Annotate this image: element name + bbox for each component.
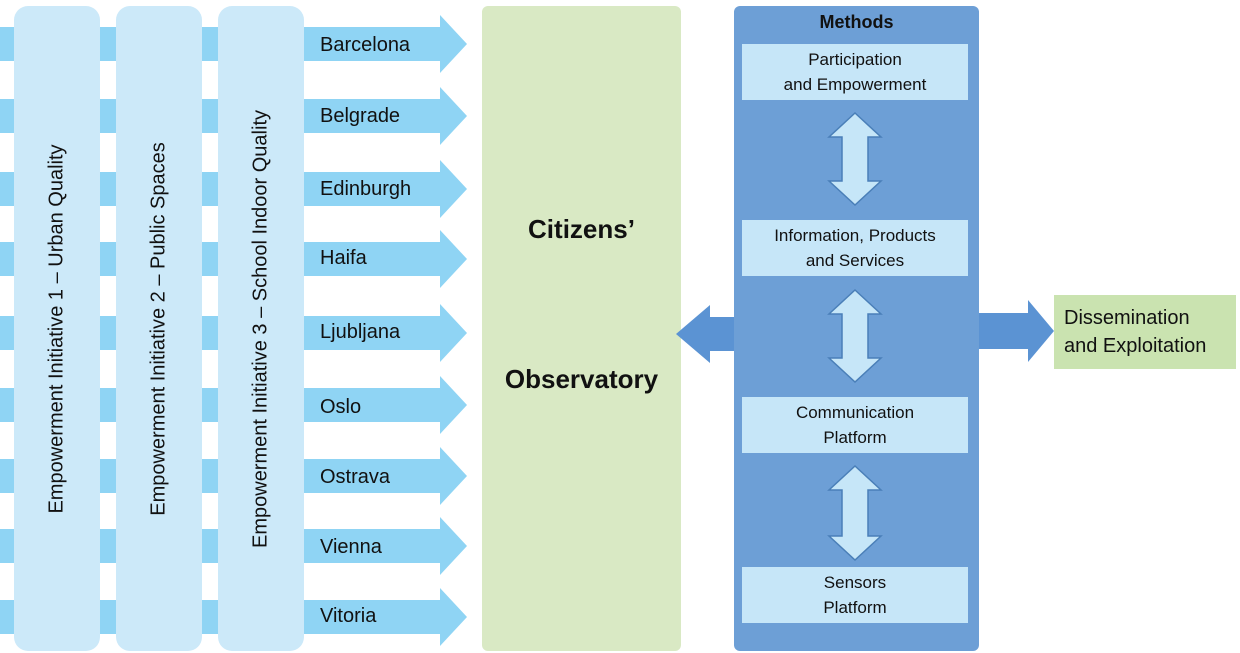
city-label-edinburgh: Edinburgh xyxy=(320,178,412,200)
double-arrow-icon xyxy=(827,464,883,562)
double-arrow-icon xyxy=(827,288,883,384)
citizens-observatory-box: Citizens’ Observatory xyxy=(482,6,681,651)
method-box-label: Sensors Platform xyxy=(823,572,887,618)
arrow-to-observatory xyxy=(676,305,734,363)
city-label-oslo: Oslo xyxy=(320,396,362,418)
method-box-label: Participation and Empowerment xyxy=(783,49,927,95)
dissemination-label: Dissemination and Exploitation xyxy=(1064,307,1207,357)
city-label-ostrava: Ostrava xyxy=(320,466,391,488)
initiative-pillar-3: Empowerment Initiative 3 – School Indoor… xyxy=(218,6,304,651)
double-arrow-icon xyxy=(827,111,883,207)
methods-title: Methods xyxy=(819,12,894,32)
city-label-barcelona: Barcelona xyxy=(320,34,411,56)
arrow-to-dissemination xyxy=(979,300,1054,362)
method-sensors-box: Sensors Platform xyxy=(742,567,968,623)
observatory-title-line-1: Citizens’ xyxy=(528,214,635,244)
initiative-pillar-1: Empowerment Initiative 1 – Urban Quality xyxy=(14,6,100,651)
method-communication-box: Communication Platform xyxy=(742,397,968,453)
method-participation-box: Participation and Empowerment xyxy=(742,44,968,100)
method-box-label: Information, Products and Services xyxy=(774,225,936,271)
city-label-haifa: Haifa xyxy=(320,247,367,269)
method-box-label: Communication Platform xyxy=(795,402,915,448)
dissemination-box: Dissemination and Exploitation xyxy=(1054,295,1236,369)
city-label-belgrade: Belgrade xyxy=(320,105,401,127)
method-information-box: Information, Products and Services xyxy=(742,220,968,276)
city-label-ljubljana: Ljubljana xyxy=(320,321,401,343)
city-label-vitoria: Vitoria xyxy=(320,605,377,627)
initiative-pillar-2: Empowerment Initiative 2 – Public Spaces xyxy=(116,6,202,651)
city-label-vienna: Vienna xyxy=(320,536,382,558)
observatory-title-line-2: Observatory xyxy=(504,364,659,394)
